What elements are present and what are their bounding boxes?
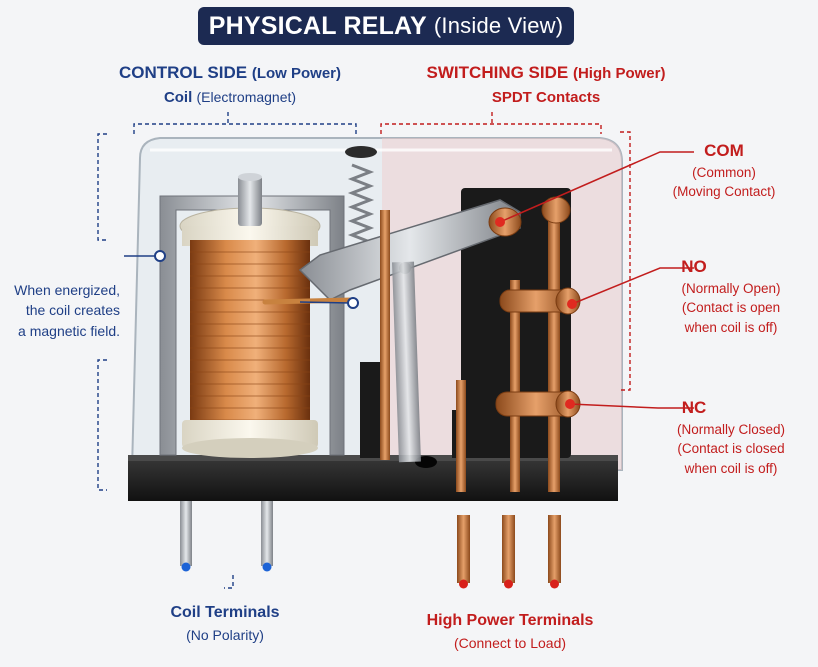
control-side-paren: (Low Power): [252, 65, 341, 82]
com-callout: COM (Common) (Moving Contact): [664, 141, 784, 200]
nc-label: NC: [664, 398, 724, 418]
no-desc: (Contact is open: [664, 300, 798, 316]
iron-core: [238, 176, 262, 226]
nc-callout: NC (Normally Closed) (Contact is closed …: [664, 398, 798, 476]
relay-base: [128, 455, 618, 501]
no-desc: when coil is off): [664, 320, 798, 336]
nc-desc: (Normally Closed): [664, 422, 798, 438]
note-line: When energized,: [2, 280, 120, 300]
com-label: COM: [664, 141, 784, 161]
copper-coil: [190, 240, 310, 430]
com-desc: (Common): [664, 165, 784, 181]
coil-pins: [180, 500, 273, 572]
nc-desc: (Contact is closed: [664, 441, 798, 457]
coil-paren: (Electromagnet): [196, 89, 296, 105]
high-power-terminals-label: High Power Terminals (Connect to Load): [400, 612, 620, 651]
coil-heading: Coil (Electromagnet): [80, 89, 380, 106]
no-callout: NO (Normally Open) (Contact is open when…: [664, 257, 798, 335]
com-desc: (Moving Contact): [664, 184, 784, 200]
coil-energized-note: When energized, the coil creates a magne…: [2, 280, 120, 341]
switching-side-heading: SWITCHING SIDE (High Power): [386, 63, 706, 83]
no-label: NO: [664, 257, 724, 277]
high-power-terminals-title: High Power Terminals: [400, 612, 620, 630]
no-desc: (Normally Open): [664, 281, 798, 297]
coil-terminals-title: Coil Terminals: [140, 604, 310, 622]
switching-side-paren: (High Power): [573, 65, 666, 82]
switching-side-title: SWITCHING SIDE: [427, 63, 569, 82]
note-line: a magnetic field.: [2, 321, 120, 341]
title-main: PHYSICAL RELAY: [209, 12, 427, 41]
coil-terminals-label: Coil Terminals (No Polarity): [140, 604, 310, 643]
support-post: [360, 362, 382, 458]
page-title: PHYSICAL RELAY (Inside View): [198, 7, 574, 45]
nc-desc: when coil is off): [664, 461, 798, 477]
spdt-contacts-heading: SPDT Contacts: [386, 89, 706, 106]
title-sub: (Inside View): [434, 13, 563, 39]
high-power-terminals-sub: (Connect to Load): [400, 635, 620, 651]
control-side-heading: CONTROL SIDE (Low Power): [80, 63, 380, 83]
coil-terminals-sub: (No Polarity): [140, 627, 310, 643]
note-line: the coil creates: [2, 300, 120, 320]
high-power-pins: [457, 515, 561, 589]
control-side-title: CONTROL SIDE: [119, 63, 247, 82]
coil-title: Coil: [164, 89, 192, 106]
